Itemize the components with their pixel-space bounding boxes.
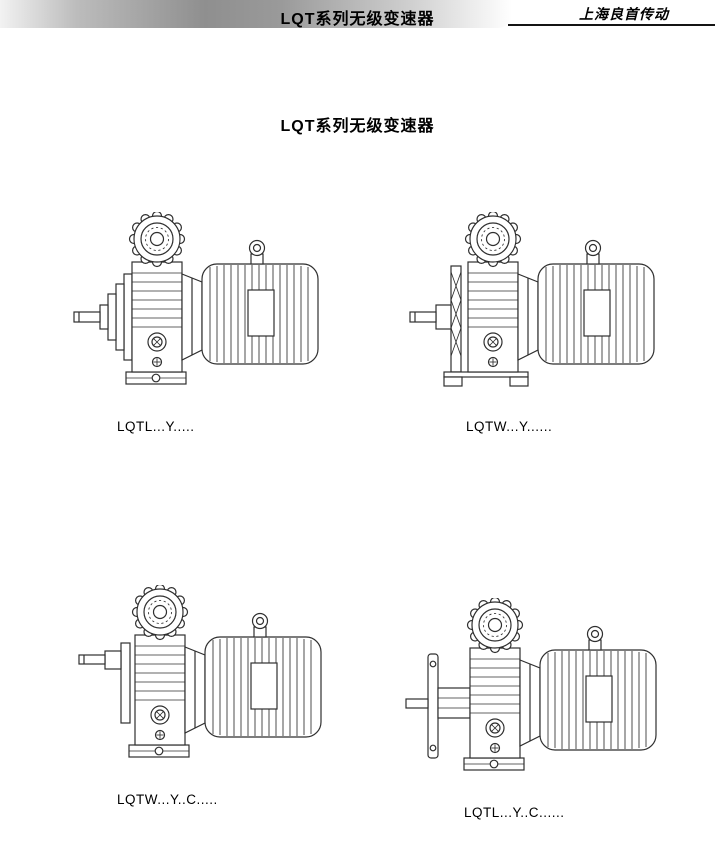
variator-housing — [467, 253, 519, 373]
technical-drawing-lqtl-y-c — [405, 596, 657, 771]
page-header: LQT系列无级变速器 上海良首传动 — [0, 0, 715, 32]
mounting-foot — [125, 371, 187, 385]
electric-motor — [517, 239, 655, 365]
mounting-foot — [463, 757, 525, 771]
speed-handwheel — [128, 210, 186, 268]
mounting-foot — [128, 744, 190, 758]
header-gradient-band — [0, 0, 512, 28]
technical-drawing-lqtl-y — [73, 210, 319, 385]
variator-housing — [134, 626, 186, 746]
figure-caption: LQTW...Y...... — [466, 419, 553, 434]
figure-lqtl-y: LQTL...Y..... — [52, 210, 332, 434]
output-flange-shaft — [73, 273, 133, 361]
brand-text: 上海良首传动 — [579, 8, 669, 23]
speed-handwheel — [464, 210, 522, 268]
figure-lqtw-y-c: LQTW...Y..C..... — [55, 583, 335, 807]
electric-motor — [519, 625, 657, 751]
technical-drawing-lqtw-y-c — [78, 583, 322, 758]
figure-caption: LQTL...Y..C...... — [464, 805, 565, 820]
figure-lqtl-y-c: LQTL...Y..C...... — [390, 596, 670, 820]
electric-motor — [181, 239, 319, 365]
speed-handwheel — [466, 596, 524, 654]
upper-output-shaft — [78, 642, 131, 724]
electric-motor — [184, 612, 322, 738]
header-title: LQT系列无级变速器 — [280, 11, 435, 28]
figure-lqtw-y: LQTW...Y...... — [388, 210, 668, 434]
header-rule-line — [508, 24, 715, 26]
figure-caption: LQTW...Y..C..... — [117, 792, 218, 807]
speed-handwheel — [131, 583, 189, 641]
input-flange-disc — [405, 653, 471, 759]
variator-housing — [469, 639, 521, 759]
technical-drawing-lqtw-y — [409, 210, 655, 387]
variator-housing — [131, 253, 183, 373]
section-heading: LQT系列无级变速器 — [280, 118, 435, 135]
figure-caption: LQTL...Y..... — [117, 419, 195, 434]
